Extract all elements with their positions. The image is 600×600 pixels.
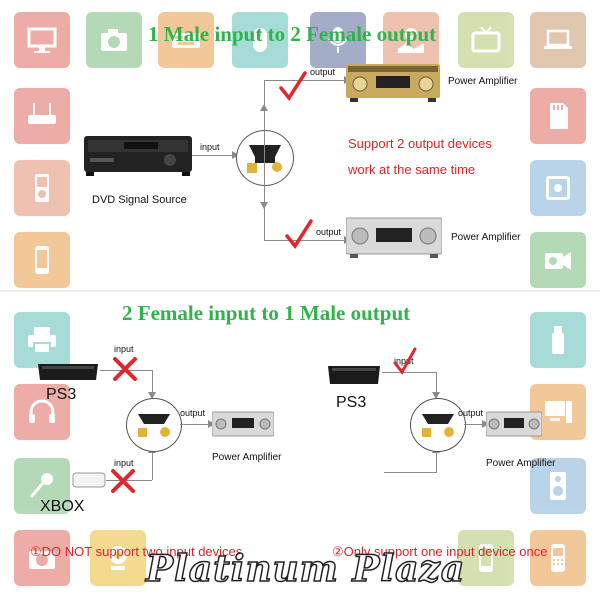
laptop-icon: [530, 12, 586, 68]
top-amp-label-2: Power Amplifier: [451, 232, 520, 243]
right-amp-label: Power Amplifier: [486, 458, 555, 469]
top-up-arrow: [260, 104, 268, 111]
router-icon: [14, 88, 70, 144]
left-input-label-1: input: [114, 344, 134, 354]
check-mark-icon: [278, 70, 308, 107]
ps3-console: [36, 360, 100, 382]
left-power-amplifier: [212, 410, 274, 440]
left-device-label-1: PS3: [46, 386, 76, 404]
silver-power-amplifier: [346, 216, 442, 258]
splitter-adapter: [236, 130, 294, 186]
left-output-wire: [180, 424, 210, 425]
top-output-label-2: output: [316, 227, 341, 237]
phone-icon: [14, 232, 70, 288]
top-output-label-1: output: [310, 67, 335, 77]
top-input-wire: [192, 155, 234, 156]
top-down-arrow: [260, 202, 268, 209]
dvd-player: [84, 134, 192, 176]
cross-mark-icon: [110, 468, 136, 499]
left-amp-label: Power Amplifier: [212, 452, 281, 463]
bottom-title: 2 Female input to 1 Male output: [122, 301, 410, 326]
left-device-label-2: XBOX: [40, 498, 84, 516]
section-divider: [0, 290, 600, 292]
left-input-label-2: input: [114, 458, 134, 468]
right-power-amplifier: [486, 410, 542, 440]
sd-card-icon: [530, 88, 586, 144]
right-output-label: output: [458, 408, 483, 418]
right-device-label: PS3: [336, 394, 366, 412]
cross-mark-icon: [112, 356, 138, 387]
camcorder-icon: [530, 232, 586, 288]
right-output-wire: [464, 424, 484, 425]
right-bottom-wire: [384, 472, 437, 473]
ps3-console-right: [326, 362, 382, 386]
merge-adapter-left: [126, 398, 182, 452]
support-text-line-1: Support 2 output devices: [348, 136, 492, 151]
merge-adapter-right: [410, 398, 466, 452]
check-mark-icon: [284, 218, 314, 255]
camera-icon: [86, 12, 142, 68]
support-text-line-2: work at the same time: [348, 162, 475, 177]
check-mark-icon: [392, 346, 418, 381]
mp3-player-icon: [14, 160, 70, 216]
top-amp-label-1: Power Amplifier: [448, 76, 517, 87]
top-title: 1 Male input to 2 Female output: [148, 22, 436, 47]
tv-icon: [458, 12, 514, 68]
gold-power-amplifier: [346, 60, 440, 102]
gps-device-icon: [530, 160, 586, 216]
left-output-label: output: [180, 408, 205, 418]
dvd-source-label: DVD Signal Source: [92, 194, 187, 206]
monitor-icon: [14, 12, 70, 68]
xbox-console: [72, 470, 106, 490]
watermark: Platinum Plaza: [146, 548, 465, 590]
top-input-label: input: [200, 142, 220, 152]
usb-drive-icon: [530, 312, 586, 368]
